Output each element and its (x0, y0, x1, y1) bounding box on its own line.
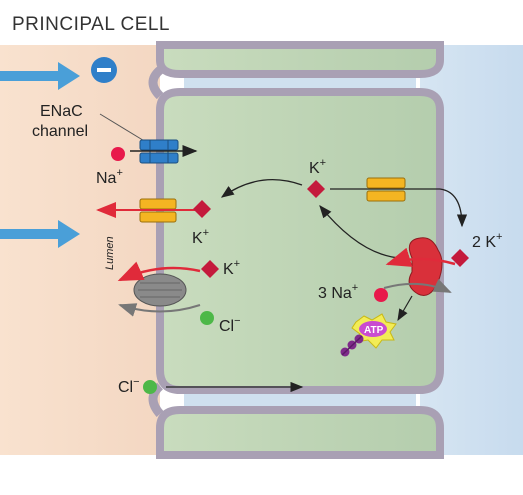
tight-junction-bottom (148, 382, 164, 417)
atp-hydrolysis-arrow (397, 295, 413, 322)
na-ion (374, 288, 388, 302)
na-lumen-label: Na+ (96, 167, 123, 187)
flow-arrow-icon (0, 62, 80, 90)
k-exit-arrow (439, 188, 468, 228)
lumen-region (0, 45, 160, 455)
pump-na-label: 3 Na+ (318, 282, 358, 302)
k-cotransport-label: K+ (223, 258, 240, 278)
k-top-label: K+ (309, 157, 326, 177)
k-uptake-arrow (385, 247, 456, 267)
apical-k-channel (139, 198, 177, 223)
cell-membrane (156, 88, 444, 394)
lumen-label: Lumen (104, 236, 116, 270)
tight-junction-top (148, 66, 164, 100)
pump-k-label: 2 K+ (472, 231, 502, 251)
k-ion (451, 249, 469, 267)
cl-paracellular-label: Cl− (118, 376, 140, 396)
lower-neighbor-cell (156, 406, 444, 459)
minus-circle-icon (91, 57, 117, 83)
atp-icon: ATP (340, 313, 397, 357)
flow-arrow-icon (0, 220, 80, 248)
enac-label-line2: channel (32, 123, 88, 140)
upper-neighbor-cell (156, 41, 444, 78)
kcl-cotransporter (133, 273, 187, 307)
lateral-space-top (184, 78, 416, 88)
k-ion (307, 180, 325, 198)
cl-cotransport-arrow (118, 303, 201, 317)
lateral-space-bottom (184, 394, 416, 406)
k-ion (193, 200, 211, 218)
na-extrusion-arrow (383, 278, 452, 293)
cl-cotransport-label: Cl− (219, 315, 241, 335)
k-ion (201, 260, 219, 278)
k-cotransport-arrow (117, 261, 201, 282)
basolateral-k-channel (366, 177, 406, 202)
diagram-title: PRINCIPAL CELL (12, 14, 170, 35)
cl-ion (200, 311, 214, 325)
enac-label-line1: ENaC (40, 103, 83, 120)
k-to-apical-arrow (220, 179, 303, 198)
enac-leader-line (99, 113, 147, 143)
svg-text:ATP: ATP (364, 325, 384, 336)
cl-ion (143, 380, 157, 394)
k-secreted-label: K+ (192, 227, 209, 247)
na-ion (111, 147, 125, 161)
